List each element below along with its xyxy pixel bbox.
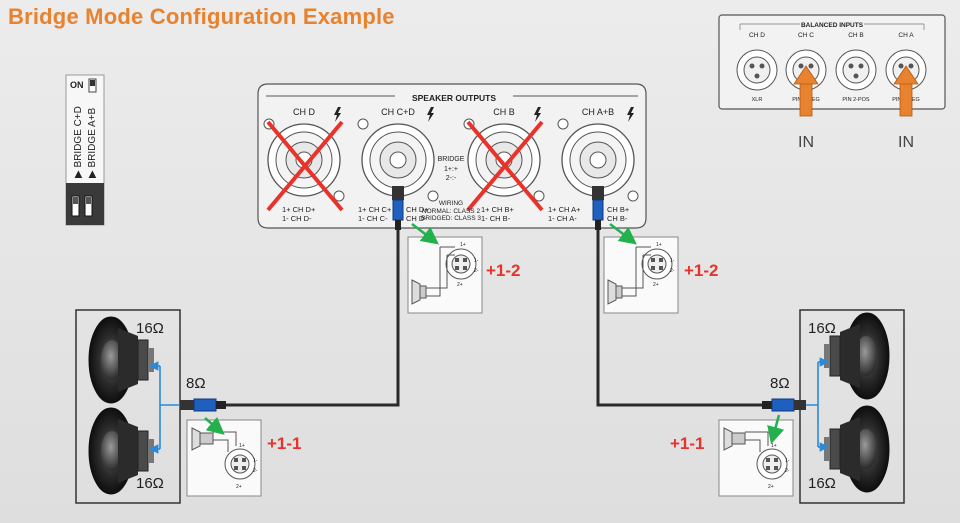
impedance-total-left: 8Ω xyxy=(186,375,206,392)
input-in-label: IN xyxy=(798,134,814,151)
pin-label: 1- CH C- xyxy=(358,214,388,223)
impedance-label: 16Ω xyxy=(136,320,164,337)
input-in-label: IN xyxy=(898,134,914,151)
dip-switch-2[interactable] xyxy=(84,195,93,217)
input-arrow-c xyxy=(793,65,819,117)
balanced-inputs-header: BALANCED INPUTS xyxy=(801,22,864,29)
wiring-bridged: BRIDGED: CLASS 3 xyxy=(421,215,481,222)
pin-label: 1- CH B- xyxy=(481,214,511,223)
input-channel-label: CH D xyxy=(749,32,765,39)
bridge-pin-label: 2-:- xyxy=(446,175,457,182)
cable-right xyxy=(596,230,762,407)
pin-detail-inset-lower-right: 1+ 1- 2- 2+ xyxy=(718,419,794,497)
pin-label: 1+ CH D+ xyxy=(282,205,316,214)
pin-annotation-upper-left: +1-2 xyxy=(486,261,521,280)
lightning-icon xyxy=(334,107,341,122)
cable-left xyxy=(226,230,400,407)
unused-output-cross-b xyxy=(466,120,544,212)
channel-d-label: CH D xyxy=(293,107,315,117)
bridge-label: BRIDGE xyxy=(438,156,465,163)
green-arrow-icon xyxy=(411,223,439,245)
inset-pin-label: 2+ xyxy=(653,282,659,288)
input-channel-label: CH A xyxy=(898,32,914,39)
dip-switch-panel: ON ▶ BRIDGE C+D ▶ BRIDGE A+B xyxy=(65,74,105,226)
speaker-cabinet-left: 16Ω 16Ω xyxy=(75,309,181,504)
impedance-total-right: 8Ω xyxy=(770,375,790,392)
pin-label: 1+ CH B+ xyxy=(481,205,515,214)
pin-label: CH D+ xyxy=(406,205,429,214)
xlr-input-b xyxy=(835,49,877,91)
dip-switch-1[interactable] xyxy=(71,195,80,217)
inset-pin-label: 2- xyxy=(253,468,258,474)
pin-label: CH B- xyxy=(607,214,628,223)
channel-ab-label: CH A+B xyxy=(582,107,614,117)
lightning-icon xyxy=(427,107,434,122)
pin-label: 1+ CH A+ xyxy=(548,205,581,214)
speakon-connector-cd xyxy=(357,118,439,202)
inset-pin-label: 1+ xyxy=(771,443,777,449)
speaker-outputs-header: SPEAKER OUTPUTS xyxy=(412,93,496,103)
speakon-plug-left xyxy=(180,398,226,412)
input-pin-label: PIN 2-POS xyxy=(842,97,870,103)
bridge-pin-label: 1+:+ xyxy=(444,166,458,173)
inset-pin-label: 1- xyxy=(670,258,675,264)
speakon-plug-ab xyxy=(592,186,604,230)
inset-pin-label: 2+ xyxy=(768,484,774,490)
lightning-icon xyxy=(534,107,541,122)
balanced-inputs-panel: BALANCED INPUTS CH D CH C CH B CH A xyxy=(718,14,946,151)
dip-bridge-ab-label: ▶ BRIDGE A+B xyxy=(87,107,98,178)
channel-b-label: CH B xyxy=(493,107,515,117)
pin-label: CH B+ xyxy=(607,205,630,214)
inset-pin-label: 1- xyxy=(474,258,479,264)
speaker-driver-icon xyxy=(824,312,890,400)
speakon-plug-cd xyxy=(392,186,404,230)
pin-detail-inset-upper-left: 1+ 1- 2- 2+ xyxy=(407,236,483,314)
inset-pin-label: 2- xyxy=(474,268,479,274)
inset-pin-label: 2+ xyxy=(236,484,242,490)
input-channel-label: CH B xyxy=(848,32,864,39)
xlr-input-d xyxy=(736,49,778,91)
pin-annotation-lower-right: +1-1 xyxy=(670,434,705,453)
inset-pin-label: 1+ xyxy=(239,443,245,449)
wiring-normal: NORMAL: CLASS 2 xyxy=(422,208,481,215)
inset-pin-label: 1- xyxy=(785,458,790,464)
pin-label: 1+ CH C+ xyxy=(358,205,392,214)
speakon-connector-ab xyxy=(557,118,639,202)
dip-bridge-cd-label: ▶ BRIDGE C+D xyxy=(73,106,84,178)
impedance-label: 16Ω xyxy=(808,320,836,337)
page-title: Bridge Mode Configuration Example xyxy=(8,4,395,29)
inset-pin-label: 2+ xyxy=(457,282,463,288)
speaker-cabinet-right: 16Ω 16Ω xyxy=(799,309,905,504)
speaker-outputs-panel: SPEAKER OUTPUTS CH D CH C+D CH B CH A+B xyxy=(257,83,647,229)
input-pin-label: XLR xyxy=(752,97,763,103)
wiring-title: WIRING xyxy=(439,200,463,207)
impedance-label: 16Ω xyxy=(136,475,164,492)
pin-detail-inset-lower-left: 1+ 1- 2- 2+ xyxy=(186,419,262,497)
pin-detail-inset-upper-right: 1+ 1- 2- 2+ xyxy=(603,236,679,314)
inset-pin-label: 1+ xyxy=(656,242,662,248)
channel-cd-label: CH C+D xyxy=(381,107,415,117)
impedance-label: 16Ω xyxy=(808,475,836,492)
pin-annotation-lower-left: +1-1 xyxy=(267,434,302,453)
lightning-icon xyxy=(627,107,634,122)
inset-pin-label: 2- xyxy=(670,268,675,274)
pin-label: CH D- xyxy=(406,214,427,223)
pin-label: 1- CH A- xyxy=(548,214,577,223)
input-arrow-a xyxy=(893,65,919,117)
inset-pin-label: 2- xyxy=(785,468,790,474)
green-arrow-icon xyxy=(767,414,785,445)
speaker-driver-icon xyxy=(88,316,154,404)
input-channel-label: CH C xyxy=(798,32,814,39)
inset-pin-label: 1- xyxy=(253,458,258,464)
green-arrow-icon xyxy=(609,223,637,245)
pin-label: 1- CH D- xyxy=(282,214,312,223)
unused-output-cross-d xyxy=(266,120,344,212)
dip-on-label: ON xyxy=(70,80,84,90)
pin-annotation-upper-right: +1-2 xyxy=(684,261,719,280)
green-arrow-icon xyxy=(204,416,225,435)
inset-pin-label: 1+ xyxy=(460,242,466,248)
